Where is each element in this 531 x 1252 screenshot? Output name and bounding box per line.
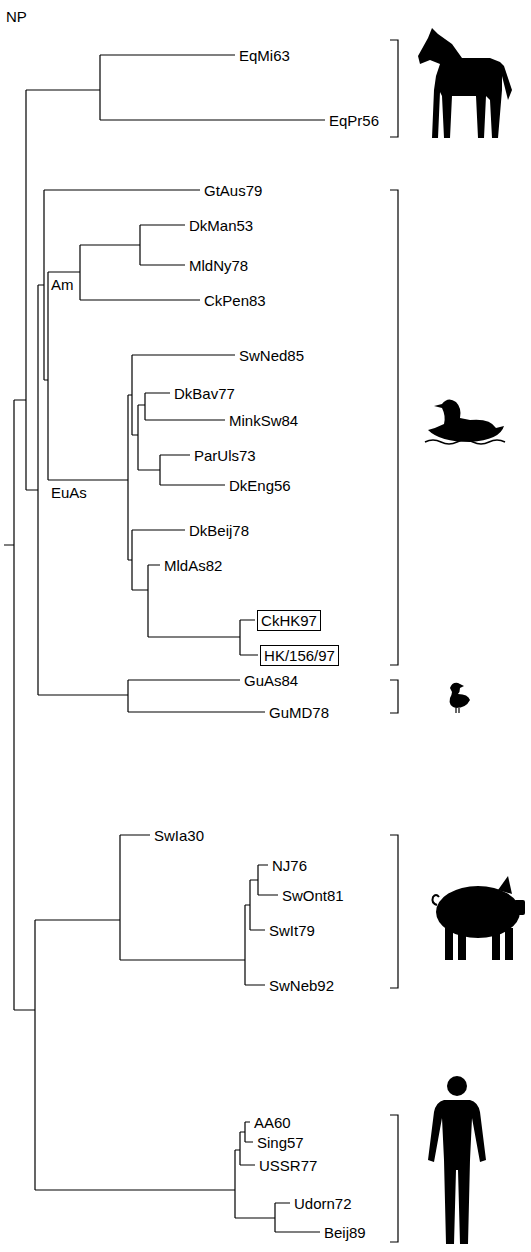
horse-icon [418,28,512,138]
taxon-label: HK/156/97 [264,647,335,664]
shorebird-icon [450,683,470,708]
label-holder: Sing57 [257,1134,304,1152]
group-brackets [390,40,398,1242]
taxon-label: DkBav77 [174,385,235,402]
label-holder: Udorn72 [294,1195,352,1213]
taxon-label: SwNeb92 [269,977,334,994]
tree-title: NP [6,8,27,25]
pig-leg [458,928,466,960]
taxon-label: SwIa30 [154,827,204,844]
duck-icon [428,399,504,442]
label-holder: GtAus79 [204,182,262,200]
label-holder: DkMan53 [189,217,253,235]
label-holder: SwIt79 [269,922,315,940]
taxon-label: MinkSw84 [229,412,298,429]
label-holder: USSR77 [259,1157,317,1175]
taxon-label: USSR77 [259,1157,317,1174]
clade-label: EuAs [51,484,87,501]
highlight-box: CkHK97 [257,610,321,631]
label-holder: SwNed85 [239,347,304,365]
shorebird-legs [456,708,459,713]
pig-snout [514,900,525,915]
taxon-label: MldAs82 [164,557,222,574]
taxon-label: Udorn72 [294,1195,352,1212]
label-holder: EqMi63 [239,47,290,65]
label-holder: Am [51,276,74,294]
human-head [447,1076,467,1096]
taxon-label: DkEng56 [229,477,291,494]
label-holder: GuMD78 [269,704,329,722]
label-holder: MinkSw84 [229,412,298,430]
taxon-label: AA60 [254,1114,291,1131]
pig-leg [505,928,513,960]
pig-tail [433,895,440,905]
title-holder: NP [6,8,27,26]
taxon-label: ParUls73 [194,447,256,464]
taxon-label: NJ76 [272,857,307,874]
label-holder: DkBeij78 [189,522,249,540]
taxon-label: SwOnt81 [282,887,344,904]
label-holder: NJ76 [272,857,307,875]
taxon-label: CkHK97 [261,612,317,629]
taxon-label: SwNed85 [239,347,304,364]
label-holder: DkBav77 [174,385,235,403]
taxon-label: EqMi63 [239,47,290,64]
label-holder: AA60 [254,1114,291,1132]
label-holder: DkEng56 [229,477,291,495]
label-holder: CkPen83 [204,292,266,310]
taxon-label: DkMan53 [189,217,253,234]
human-icon [428,1100,486,1244]
taxon-label: Sing57 [257,1134,304,1151]
pig-icon [433,876,526,960]
tree-branches [4,55,325,1232]
taxon-label: SwIt79 [269,922,315,939]
taxon-label: EqPr56 [329,112,379,129]
label-holder: EuAs [51,484,87,502]
pig-leg [445,928,453,960]
taxon-label: GtAus79 [204,182,262,199]
label-holder: SwNeb92 [269,977,334,995]
taxon-label: MldNy78 [189,257,248,274]
label-holder: SwIa30 [154,827,204,845]
label-holder: Beij89 [324,1224,366,1242]
highlight-box: HK/156/97 [260,645,339,666]
label-holder: MldAs82 [164,557,222,575]
taxon-label: CkPen83 [204,292,266,309]
label-holder: MldNy78 [189,257,248,275]
taxon-label: GuAs84 [244,672,298,689]
clade-label: Am [51,276,74,293]
label-holder: GuAs84 [244,672,298,690]
pig-leg [492,928,500,960]
taxon-label: GuMD78 [269,704,329,721]
label-holder: SwOnt81 [282,887,344,905]
taxon-label: Beij89 [324,1224,366,1241]
pig-ear [498,876,512,894]
label-holder: ParUls73 [194,447,256,465]
taxon-label: DkBeij78 [189,522,249,539]
label-holder: EqPr56 [329,112,379,130]
water-line [425,440,505,444]
